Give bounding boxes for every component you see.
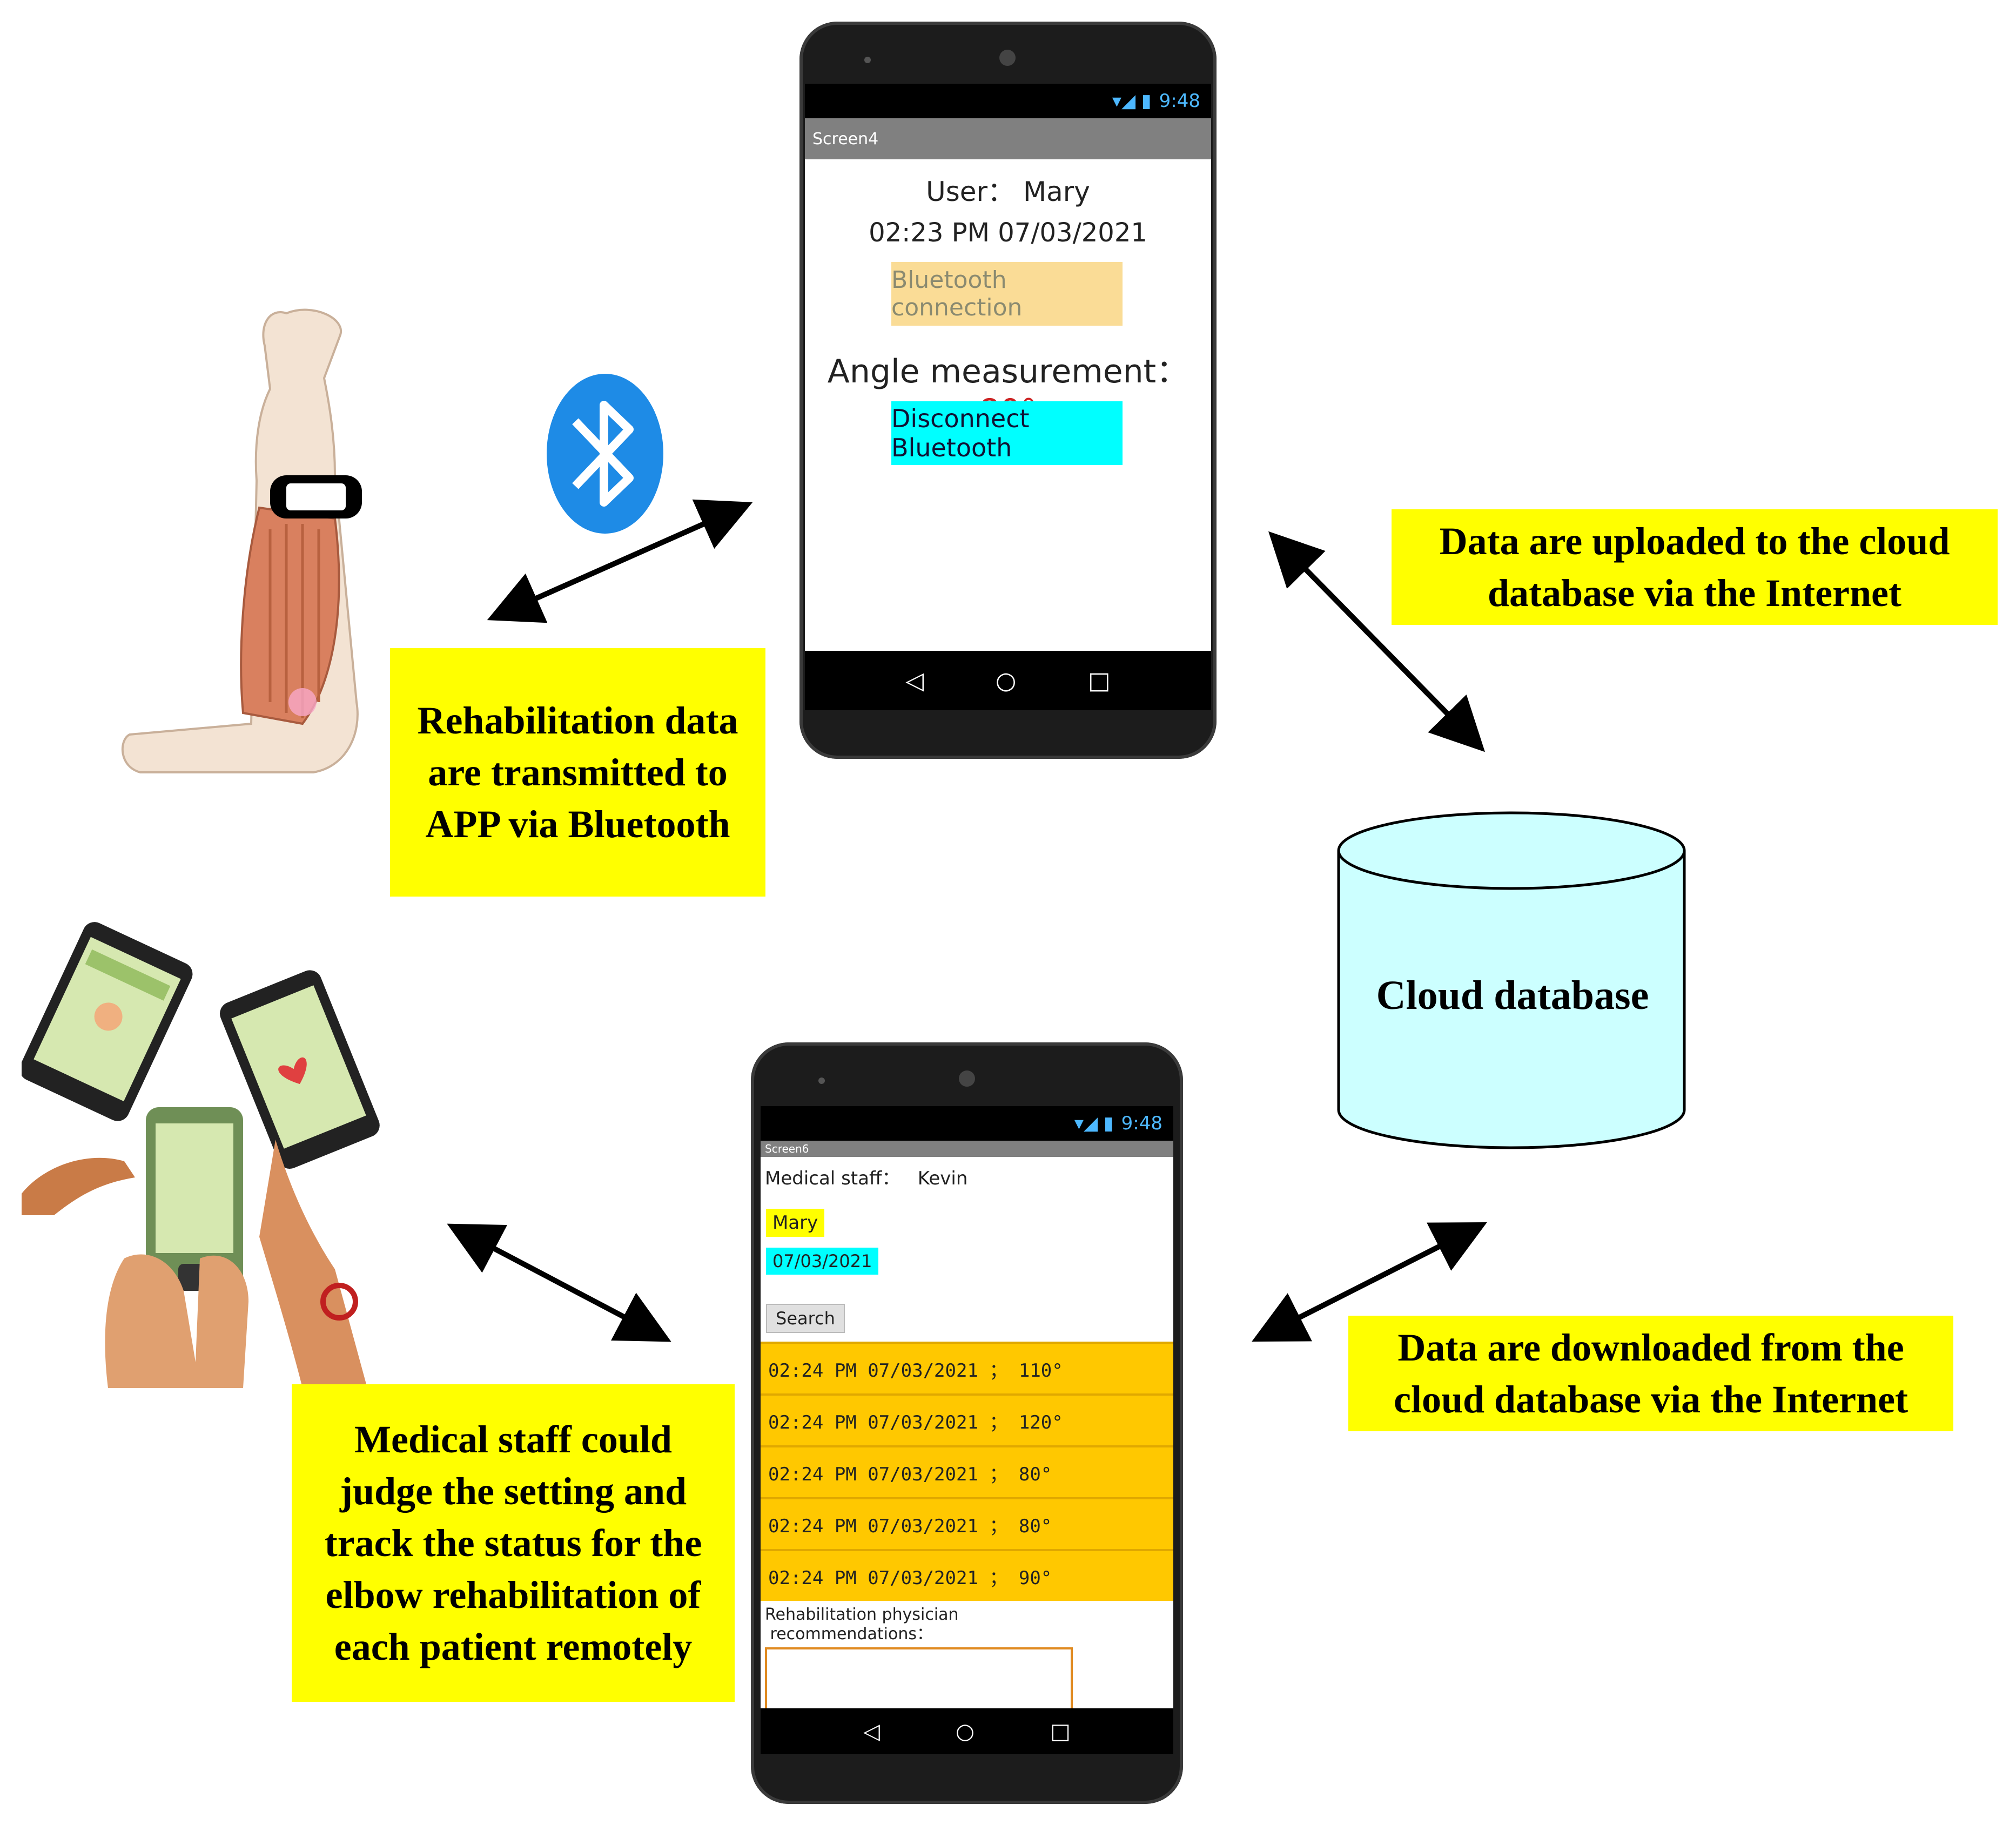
back-nav-icon[interactable]: ◁ <box>863 1719 880 1744</box>
back-nav-icon[interactable]: ◁ <box>905 666 924 695</box>
date-field[interactable]: 07/03/2021 <box>766 1248 879 1275</box>
search-button[interactable]: Search <box>766 1304 845 1333</box>
screen-title: Screen4 <box>812 129 879 149</box>
medical-staff-label: Medical staff： Kevin <box>765 1168 968 1189</box>
upload-note: Data are uploaded to the cloud database … <box>1392 509 1998 625</box>
recents-nav-icon[interactable]: □ <box>1088 666 1111 695</box>
android-nav-bar: ◁ ○ □ <box>805 651 1211 710</box>
bluetooth-connection-button[interactable]: Bluetooth connection <box>891 262 1123 326</box>
recents-nav-icon[interactable]: □ <box>1050 1719 1071 1744</box>
record-row[interactable]: 02:24 PM 07/03/2021 ； 90° <box>761 1549 1173 1601</box>
bluetooth-transmission-note: Rehabilitation data are transmitted to A… <box>390 648 765 897</box>
speaker-dot <box>818 1078 825 1084</box>
record-row[interactable]: 02:24 PM 07/03/2021 ； 110° <box>761 1342 1173 1393</box>
status-bar: ▾◢ ▮ 9:48 <box>761 1106 1173 1141</box>
cloud-database-label: Cloud database <box>1376 973 1649 1018</box>
screen-title-bar: Screen6 <box>761 1141 1173 1157</box>
download-note: Data are downloaded from the cloud datab… <box>1348 1316 1953 1431</box>
patient-name-field[interactable]: Mary <box>766 1209 825 1237</box>
upload-text: Data are uploaded to the cloud database … <box>1439 520 1950 615</box>
screen-title: Screen6 <box>765 1142 809 1155</box>
status-time: 9:48 <box>1159 90 1200 112</box>
bluetooth-transmission-text: Rehabilitation data are transmitted to A… <box>417 699 738 846</box>
download-text: Data are downloaded from the cloud datab… <box>1394 1326 1908 1421</box>
medical-staff-text: Medical staff could judge the setting an… <box>324 1418 702 1668</box>
record-row[interactable]: 02:24 PM 07/03/2021 ； 120° <box>761 1393 1173 1445</box>
arrow-arm-to-phone <box>487 499 753 623</box>
status-time: 9:48 <box>1121 1113 1162 1134</box>
wifi-signal-icon: ▾◢ ▮ <box>1112 90 1152 112</box>
front-camera <box>959 1070 975 1087</box>
datetime-label: 02:23 PM 07/03/2021 <box>869 218 1147 248</box>
staff-phone: ▾◢ ▮ 9:48 Screen6 Medical staff： Kevin M… <box>751 1042 1183 1804</box>
medical-staff-devices-illustration <box>22 922 380 1388</box>
screen-title-bar: Screen4 <box>805 118 1211 159</box>
android-nav-bar: ◁ ○ □ <box>761 1708 1173 1754</box>
angle-measurement-label: Angle measurement： <box>827 353 1189 390</box>
home-nav-icon[interactable]: ○ <box>956 1719 975 1744</box>
disconnect-bluetooth-button[interactable]: Disconnect Bluetooth <box>891 401 1123 465</box>
staff-phone-screen: ▾◢ ▮ 9:48 Screen6 Medical staff： Kevin M… <box>761 1106 1173 1754</box>
patient-phone-screen: ▾◢ ▮ 9:48 Screen4 User： Mary 02:23 PM 07… <box>805 84 1211 710</box>
recommendations-textbox[interactable] <box>765 1647 1073 1718</box>
status-bar: ▾◢ ▮ 9:48 <box>805 84 1211 118</box>
record-row[interactable]: 02:24 PM 07/03/2021 ； 80° <box>761 1445 1173 1497</box>
arrow-phone-to-cloud <box>1268 531 1486 752</box>
home-nav-icon[interactable]: ○ <box>995 666 1017 695</box>
front-camera <box>999 50 1016 66</box>
bluetooth-icon <box>547 374 663 534</box>
arm-with-wearable-illustration <box>122 308 362 773</box>
record-row[interactable]: 02:24 PM 07/03/2021 ； 80° <box>761 1497 1173 1549</box>
cloud-database-cylinder <box>1337 811 1686 1149</box>
speaker-dot <box>864 57 871 63</box>
patient-phone: ▾◢ ▮ 9:48 Screen4 User： Mary 02:23 PM 07… <box>799 22 1217 759</box>
medical-staff-note: Medical staff could judge the setting an… <box>292 1384 735 1702</box>
arrow-tablets-to-staff-phone <box>447 1223 671 1342</box>
user-label: User： Mary <box>926 176 1090 207</box>
arrow-cloud-to-staff-phone <box>1252 1222 1487 1342</box>
wifi-signal-icon: ▾◢ ▮ <box>1074 1113 1114 1134</box>
recommendations-label: Rehabilitation physician recommendations… <box>765 1605 959 1644</box>
